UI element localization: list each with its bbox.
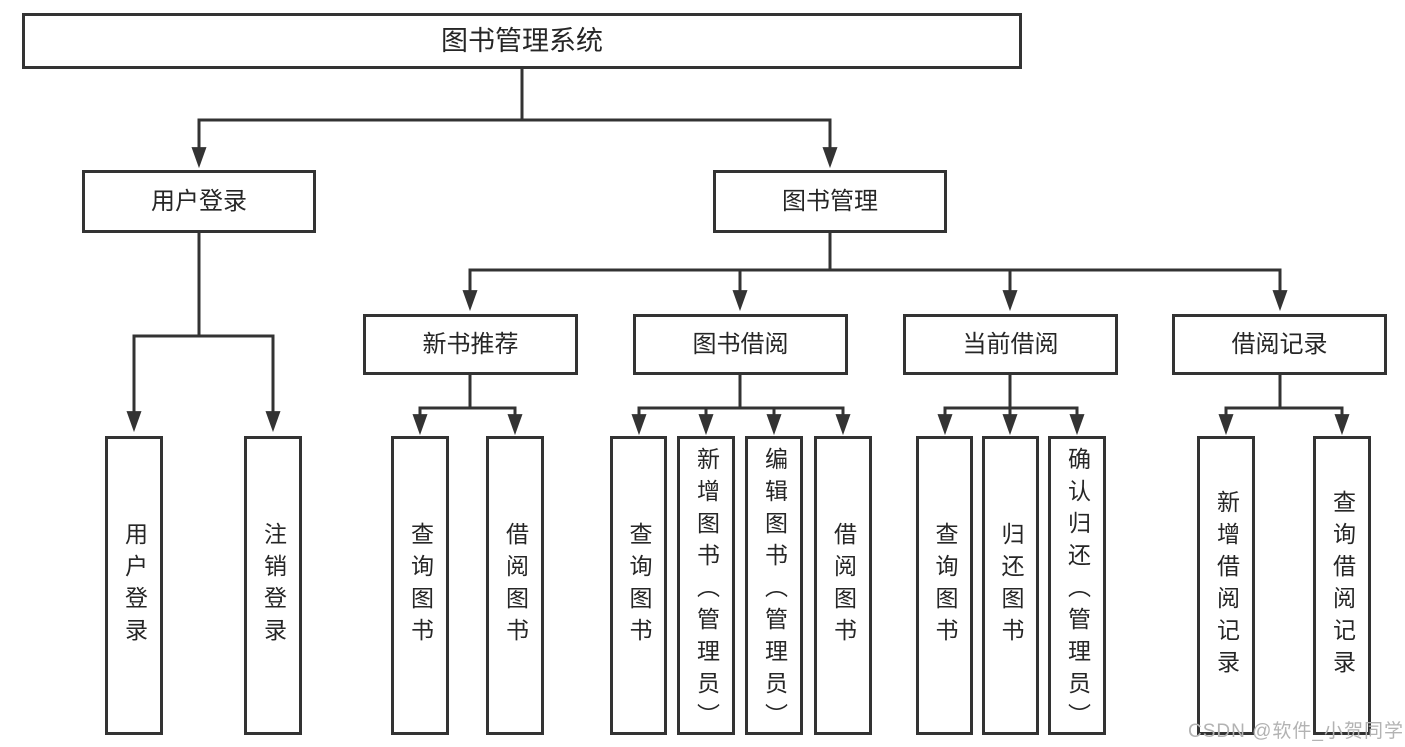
node-current-borrowing: 当前借阅 xyxy=(903,314,1118,375)
leaf-query-books-recommend: 查询图书 xyxy=(391,436,449,735)
leaf-borrow-books: 借阅图书 xyxy=(814,436,872,735)
leaf-confirm-return-admin: 确认归还（管理员） xyxy=(1048,436,1106,735)
leaf-query-books-current: 查询图书 xyxy=(916,436,973,735)
csdn-watermark: CSDN @软件_小贺同学 xyxy=(1188,721,1404,742)
leaf-borrow-books-recommend: 借阅图书 xyxy=(486,436,544,735)
leaf-add-borrow-record: 新增借阅记录 xyxy=(1197,436,1255,735)
node-book-borrowing: 图书借阅 xyxy=(633,314,848,375)
node-library-management-system: 图书管理系统 xyxy=(22,13,1022,69)
leaf-logout: 注销登录 xyxy=(244,436,302,735)
node-book-management: 图书管理 xyxy=(713,170,947,233)
leaf-query-borrow-record: 查询借阅记录 xyxy=(1313,436,1371,735)
leaf-return-books: 归还图书 xyxy=(982,436,1039,735)
leaf-user-login: 用户登录 xyxy=(105,436,163,735)
leaf-add-books-admin: 新增图书（管理员） xyxy=(677,436,735,735)
node-new-book-recommend: 新书推荐 xyxy=(363,314,578,375)
node-borrowing-records: 借阅记录 xyxy=(1172,314,1387,375)
leaf-edit-books-admin: 编辑图书（管理员） xyxy=(745,436,803,735)
leaf-query-books-borrowing: 查询图书 xyxy=(610,436,667,735)
node-user-login: 用户登录 xyxy=(82,170,316,233)
